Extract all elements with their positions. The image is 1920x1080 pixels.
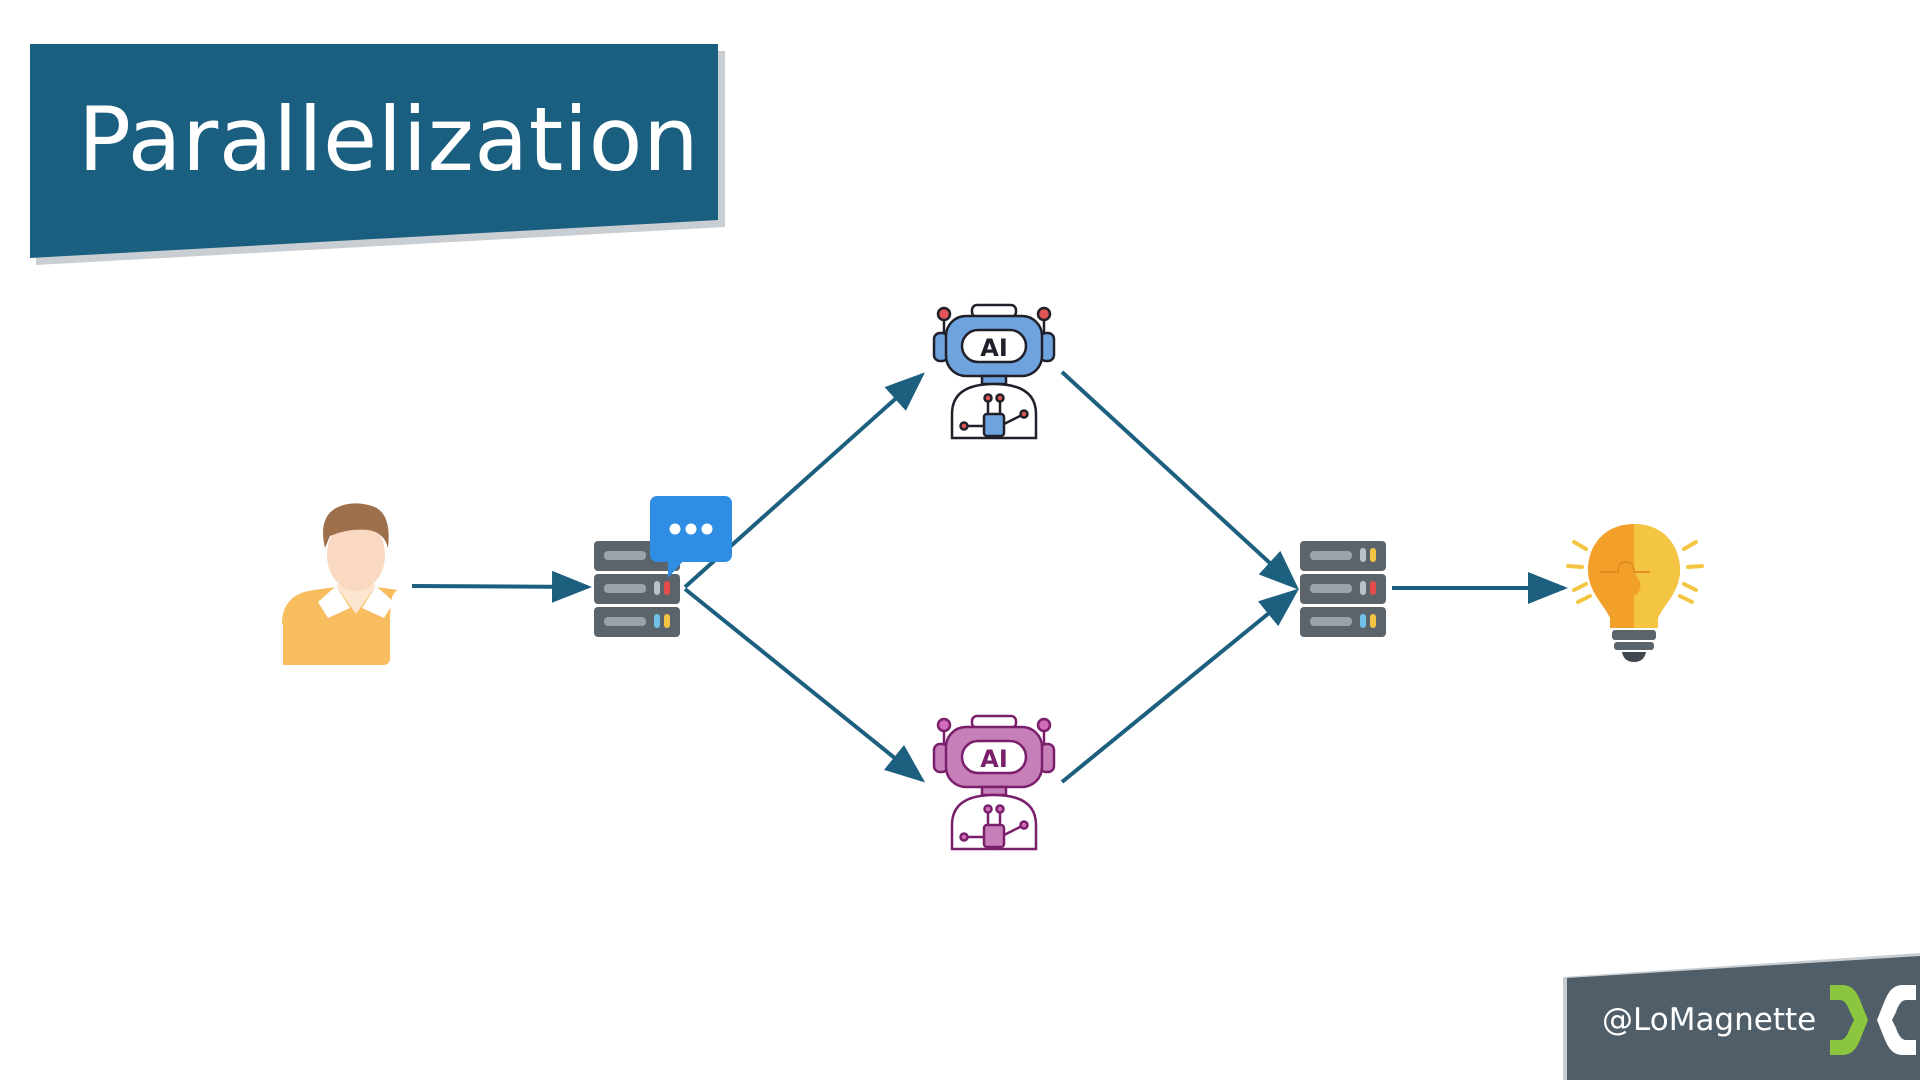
chat-bubble-icon [650,496,732,578]
arrow-agent-bottom-to-aggregator [1060,588,1300,784]
slide-title: Parallelization [78,88,700,191]
robot-bottom-label: AI [980,745,1008,773]
arrow-user-to-router [411,570,592,603]
title-banner [30,44,725,265]
server-icon [1300,541,1386,637]
robot-top-label: AI [980,334,1008,362]
arrow-router-to-agent-bottom [683,587,926,783]
lomagnette-logo-icon [1830,985,1916,1055]
user-icon [282,503,398,665]
footer-banner [1563,953,1920,1080]
ai-robot-bottom-icon: AI [932,714,1056,851]
lightbulb-puzzle-icon [1566,524,1704,662]
author-handle: @LoMagnette [1602,1002,1817,1038]
server-with-chat-icon [594,496,732,637]
ai-robot-top-icon: AI [932,303,1056,440]
arrow-agent-top-to-aggregator [1060,370,1299,590]
